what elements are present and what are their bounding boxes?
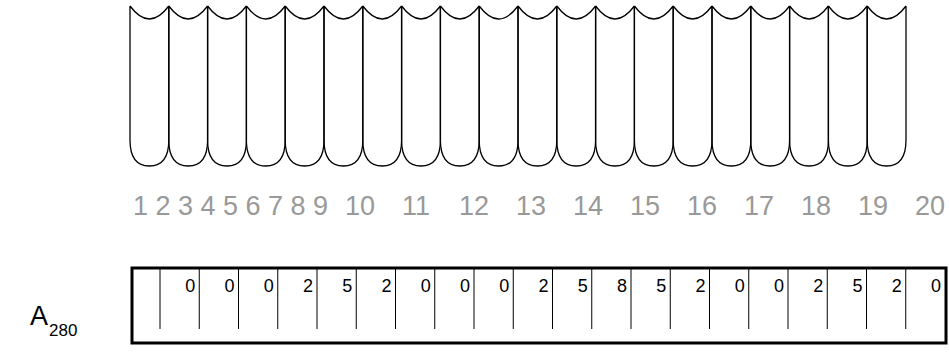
cell-divider — [709, 268, 710, 329]
test-tube — [324, 6, 363, 166]
absorbance-value: 2 — [868, 277, 902, 295]
fraction-number: 10 — [345, 193, 375, 220]
cell-divider — [788, 268, 789, 329]
test-tube — [479, 6, 518, 166]
axis-subscript: 280 — [49, 322, 77, 339]
fraction-number: 6 — [246, 193, 261, 220]
absorbance-value: 2 — [789, 277, 823, 295]
absorbance-value: 0 — [397, 277, 431, 295]
fraction-number: 16 — [687, 193, 717, 220]
cell-divider — [827, 268, 828, 329]
test-tube — [828, 6, 867, 166]
absorbance-value: 0 — [200, 277, 234, 295]
absorbance-value: 0 — [475, 277, 509, 295]
absorbance-value: 2 — [357, 277, 391, 295]
absorbance-value: 2 — [671, 277, 705, 295]
test-tube — [518, 6, 557, 166]
cell-divider — [434, 268, 435, 329]
fraction-number: 14 — [573, 193, 603, 220]
absorbance-value: 8 — [593, 277, 627, 295]
absorbance-value: 5 — [554, 277, 588, 295]
cell-divider — [474, 268, 475, 329]
fraction-number: 12 — [459, 193, 489, 220]
cell-divider — [670, 268, 671, 329]
test-tube — [363, 6, 402, 166]
absorbance-value: 0 — [711, 277, 745, 295]
cell-divider — [631, 268, 632, 329]
test-tube — [751, 6, 790, 166]
cell-divider — [513, 268, 514, 329]
cell-divider — [748, 268, 749, 329]
cell-divider — [356, 268, 357, 329]
cell-divider — [866, 268, 867, 329]
test-tube — [246, 6, 285, 166]
test-tube — [867, 6, 906, 166]
cell-divider — [199, 268, 200, 329]
absorbance-value: 0 — [161, 277, 195, 295]
fraction-number: 1 — [133, 193, 148, 220]
fraction-number: 19 — [858, 193, 888, 220]
test-tube — [440, 6, 479, 166]
cell-divider — [552, 268, 553, 329]
cell-divider — [591, 268, 592, 329]
absorbance-value: 5 — [828, 277, 862, 295]
absorbance-value: 0 — [750, 277, 784, 295]
axis-label: A — [30, 303, 48, 330]
test-tube — [557, 6, 596, 166]
test-tube — [402, 6, 441, 166]
test-tubes — [130, 6, 906, 166]
fraction-number: 8 — [291, 193, 306, 220]
fraction-number: 15 — [630, 193, 660, 220]
test-tube — [208, 6, 247, 166]
test-tube — [169, 6, 208, 166]
fraction-number: 4 — [201, 193, 216, 220]
absorbance-value: 0 — [907, 277, 941, 295]
fraction-number: 11 — [402, 193, 430, 220]
test-tube — [712, 6, 751, 166]
test-tube — [130, 6, 169, 166]
fraction-number: 2 — [156, 193, 171, 220]
fraction-number: 18 — [801, 193, 831, 220]
absorbance-value: 0 — [240, 277, 274, 295]
test-tube — [634, 6, 673, 166]
cell-divider — [905, 268, 906, 329]
cell-divider — [277, 268, 278, 329]
test-tube — [596, 6, 635, 166]
absorbance-value: 2 — [279, 277, 313, 295]
absorbance-table — [132, 268, 946, 343]
fraction-number: 17 — [744, 193, 774, 220]
absorbance-value: 0 — [436, 277, 470, 295]
fraction-number: 3 — [178, 193, 193, 220]
fraction-number: 13 — [516, 193, 546, 220]
fraction-number: 7 — [268, 193, 283, 220]
test-tube — [673, 6, 712, 166]
test-tube — [790, 6, 829, 166]
absorbance-value: 5 — [318, 277, 352, 295]
test-tube — [285, 6, 324, 166]
absorbance-value: 5 — [632, 277, 666, 295]
cell-divider — [395, 268, 396, 329]
cell-divider — [160, 268, 161, 329]
fraction-number: 5 — [223, 193, 238, 220]
fraction-number: 9 — [313, 193, 328, 220]
cell-divider — [317, 268, 318, 329]
cell-divider — [238, 268, 239, 329]
fraction-number: 20 — [915, 193, 945, 220]
absorbance-value: 2 — [514, 277, 548, 295]
